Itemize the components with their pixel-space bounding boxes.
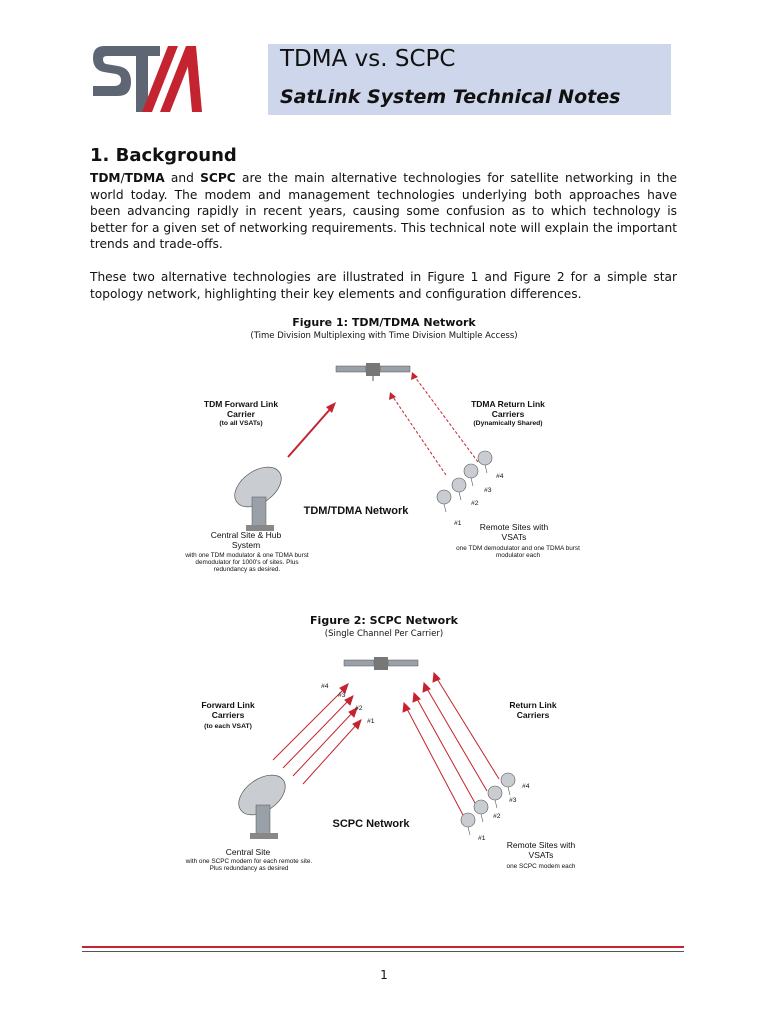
figure1-diagram: TDM Forward Link Carrier (to all VSATs) … [178, 347, 598, 592]
figure1-hub-note: with one TDM modulator & one TDMA burst … [185, 552, 309, 573]
hub-dish-icon [234, 466, 282, 531]
figure2-return-title: Return Link Carriers [509, 700, 557, 720]
figure1-site-label: #2 [471, 500, 479, 507]
figure1-subtitle: (Time Division Multiplexing with Time Di… [250, 331, 518, 341]
figure2-title: Figure 2: SCPC Network [310, 614, 458, 627]
stm-logo [90, 42, 210, 116]
figure1-site-label: #4 [496, 473, 504, 480]
paragraph-background: TDM/TDMA and SCPC are the main alternati… [90, 170, 677, 253]
footer-rule-gray [82, 951, 684, 952]
paragraph-figures-intro: These two alternative technologies are i… [90, 270, 677, 301]
term-slash: / [120, 171, 125, 185]
figure2-hub-note: with one SCPC modem for each remote site… [185, 858, 313, 872]
figure1-site-label: #3 [484, 487, 492, 494]
figure2-carrier-label: #4 [321, 683, 329, 690]
figure2-diagram: Forward Link Carriers (to each VSAT) Ret… [178, 645, 598, 890]
figure1-remote-title: Remote Sites with VSATs [479, 522, 549, 542]
figure2-drawing [238, 657, 516, 839]
paragraph-background-rest: are the main alternative technologies fo… [90, 171, 677, 252]
figure1-site-label: #1 [454, 520, 462, 527]
figure2-remote-title: Remote Sites with VSATs [506, 840, 576, 860]
document-subtitle: SatLink System Technical Notes [280, 86, 621, 108]
figure2-site-label: #2 [493, 813, 501, 820]
figure2-site-label: #1 [478, 835, 486, 842]
title-box: TDMA vs. SCPC SatLink System Technical N… [268, 44, 671, 115]
satellite-icon [335, 363, 411, 381]
footer-rule-red [82, 946, 684, 948]
figure2-hub-title: Central Site [225, 847, 271, 857]
satellite-icon [343, 657, 419, 670]
figure2-subtitle: (Single Channel Per Carrier) [324, 629, 444, 639]
figure2-forward-title: Forward Link Carriers [201, 700, 255, 720]
page-number: 1 [380, 968, 388, 982]
return-carrier-arrows [402, 671, 500, 816]
section-heading: 1. Background [90, 145, 237, 166]
remote-dish-icon [460, 772, 516, 836]
term-tdma: TDMA [124, 171, 165, 185]
stm-logo-mark [93, 46, 202, 112]
figure1-forward-note: (to all VSATs) [219, 420, 263, 427]
term-tdm: TDM [90, 171, 121, 185]
figure2-remote-note: one SCPC modem each [506, 863, 576, 870]
word-and: and [164, 171, 201, 185]
figure1-return-note: (Dynamically Shared) [473, 420, 543, 427]
figure2-network-label: SCPC Network [332, 818, 410, 830]
term-scpc: SCPC [200, 171, 236, 185]
figure1-network-label: TDM/TDMA Network [303, 505, 409, 517]
figure1-return-title: TDMA Return Link Carriers [471, 399, 545, 419]
forward-carrier-arrows [272, 683, 362, 785]
figure2-site-label: #4 [522, 783, 530, 790]
figure1-drawing [234, 363, 493, 531]
document-title: TDMA vs. SCPC [280, 46, 456, 72]
figure1-forward-title: TDM Forward Link Carrier [203, 399, 279, 419]
hub-dish-icon [238, 774, 286, 839]
figure2-carrier-label: #2 [355, 705, 363, 712]
figure2-site-label: #3 [509, 797, 517, 804]
figure2-forward-note: (to each VSAT) [204, 723, 252, 730]
figure1-title: Figure 1: TDM/TDMA Network [292, 316, 476, 329]
remote-dish-icon [436, 450, 493, 513]
figure2-carrier-label: #3 [338, 692, 346, 699]
figure2-carrier-label: #1 [367, 718, 375, 725]
figure1-remote-note: one TDM demodulator and one TDMA burst m… [456, 545, 580, 559]
figure1-hub-title: Central Site & Hub System [210, 530, 282, 550]
